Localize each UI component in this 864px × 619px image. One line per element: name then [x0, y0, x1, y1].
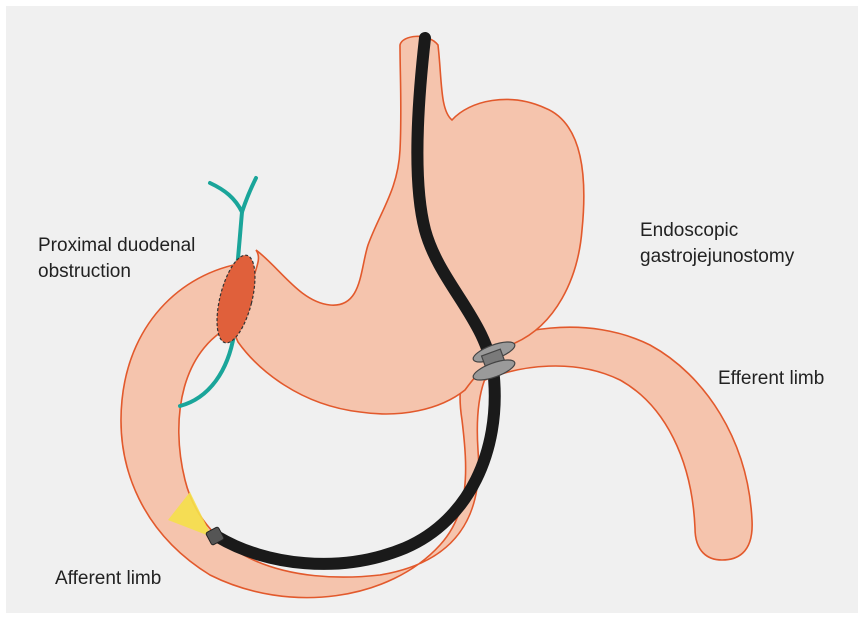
label-proximal-duodenal-obstruction: Proximal duodenal obstruction — [38, 233, 195, 285]
label-afferent-limb: Afferent limb — [55, 566, 161, 592]
label-line: obstruction — [38, 259, 195, 285]
label-line: Proximal duodenal — [38, 233, 195, 259]
label-line: Endoscopic — [640, 218, 794, 244]
label-line: gastrojejunostomy — [640, 244, 794, 270]
label-line: Afferent limb — [55, 566, 161, 592]
bile-duct-upper-left-branch — [210, 183, 242, 212]
label-endoscopic-gastrojejunostomy: Endoscopic gastrojejunostomy — [640, 218, 794, 270]
label-efferent-limb: Efferent limb — [718, 366, 824, 392]
bile-duct-upper-right-branch — [242, 178, 256, 212]
label-line: Efferent limb — [718, 366, 824, 392]
